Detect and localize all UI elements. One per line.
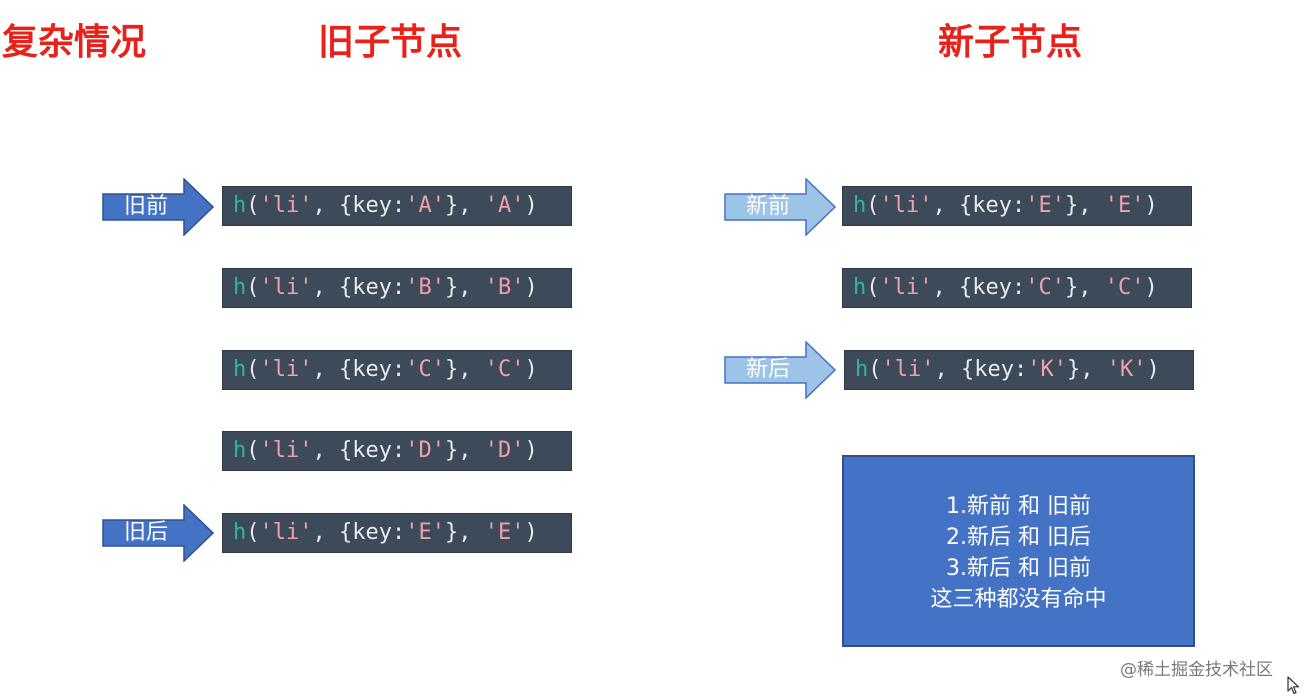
new-front-label: 新前	[746, 194, 791, 219]
new-nodes-heading: 新子节点	[938, 22, 1083, 63]
miss-conditions-box: 1.新前 和 旧前 2.新后 和 旧后 3.新后 和 旧前 这三种都没有命中	[842, 455, 1195, 647]
new-node-0: h('li', {key:'E'}, 'E')	[842, 186, 1192, 226]
new-front-pointer: 新前	[724, 178, 836, 236]
page-title: 复杂情况	[2, 22, 147, 63]
new-back-label: 新后	[746, 357, 791, 382]
condition-line-2: 2.新后 和 旧后	[946, 525, 1091, 550]
old-back-pointer: 旧后	[102, 504, 214, 562]
arrow-right-icon	[724, 178, 836, 236]
old-front-label: 旧前	[124, 194, 169, 219]
old-node-3: h('li', {key:'D'}, 'D')	[222, 431, 572, 471]
old-node-0: h('li', {key:'A'}, 'A')	[222, 186, 572, 226]
new-back-pointer: 新后	[724, 341, 836, 399]
old-back-label: 旧后	[124, 520, 169, 545]
old-node-2: h('li', {key:'C'}, 'C')	[222, 350, 572, 390]
new-node-2: h('li', {key:'K'}, 'K')	[844, 350, 1194, 390]
old-front-pointer: 旧前	[102, 178, 214, 236]
condition-line-1: 1.新前 和 旧前	[946, 494, 1091, 519]
old-node-4: h('li', {key:'E'}, 'E')	[222, 513, 572, 553]
mouse-cursor-icon	[1287, 676, 1301, 699]
arrow-right-icon	[724, 341, 836, 399]
arrow-right-icon	[102, 178, 214, 236]
watermark: @稀土掘金技术社区	[1120, 660, 1273, 680]
old-nodes-heading: 旧子节点	[318, 22, 463, 63]
condition-summary: 这三种都没有命中	[930, 587, 1107, 612]
old-node-1: h('li', {key:'B'}, 'B')	[222, 268, 572, 308]
new-node-1: h('li', {key:'C'}, 'C')	[842, 268, 1192, 308]
arrow-right-icon	[102, 504, 214, 562]
condition-line-3: 3.新后 和 旧前	[946, 556, 1091, 581]
